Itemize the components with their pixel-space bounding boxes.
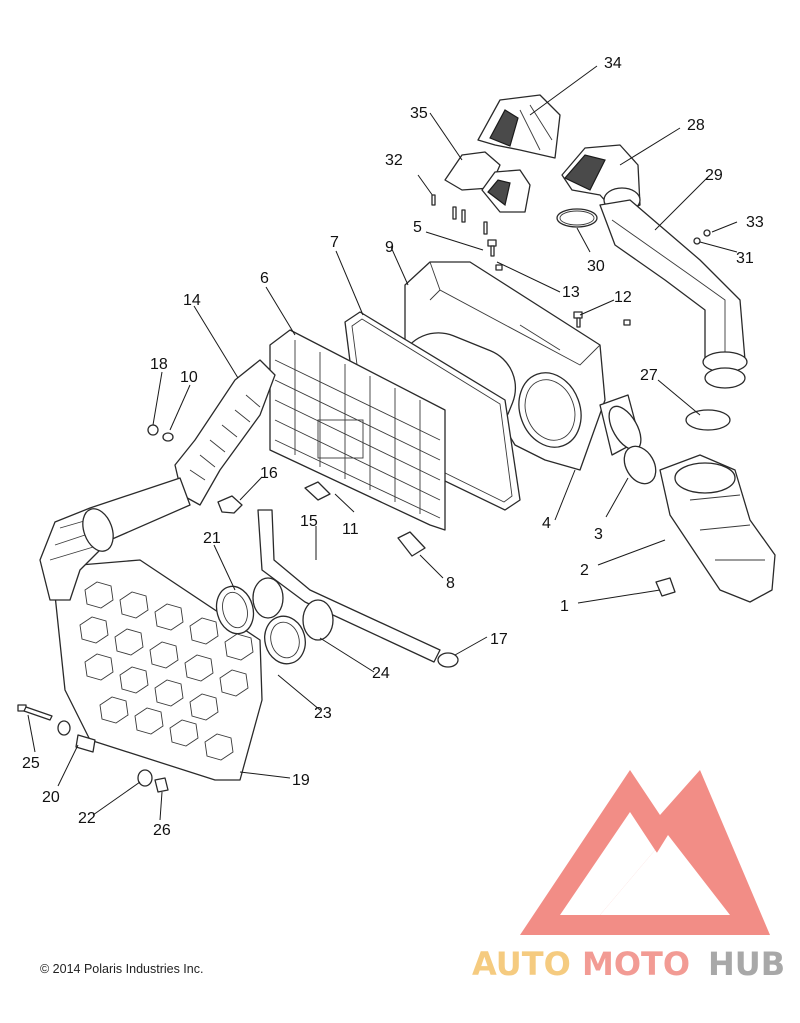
part-6-filter-cover — [269, 329, 446, 531]
callout-2: 2 — [580, 562, 589, 579]
callout-30: 30 — [587, 258, 605, 275]
part-31-33-fasteners — [693, 229, 711, 245]
callout-7: 7 — [330, 234, 339, 251]
callout-27: 27 — [640, 367, 658, 384]
callout-26: 26 — [153, 822, 171, 839]
callout-16: 16 — [260, 465, 278, 482]
logo-word-hub: HUB — [708, 945, 785, 983]
callout-31: 31 — [736, 250, 754, 267]
callout-21: 21 — [203, 530, 221, 547]
callout-11: 11 — [342, 521, 359, 538]
logo-word-moto: MOTO — [582, 945, 690, 983]
callout-13: 13 — [562, 284, 580, 301]
callout-6: 6 — [260, 270, 269, 287]
part-21-23-24-couplers — [215, 577, 334, 665]
callout-23: 23 — [314, 705, 332, 722]
callout-25: 25 — [22, 755, 40, 772]
callout-10: 10 — [180, 369, 198, 386]
callout-18: 18 — [150, 356, 168, 373]
part-16-clamp — [217, 495, 243, 514]
part-20-22-26-spacers — [57, 720, 169, 793]
logo-triangle-mark — [520, 770, 770, 935]
logo-word-auto: AUTO — [472, 945, 571, 983]
callout-28: 28 — [687, 117, 705, 134]
copyright-notice: © 2014 Polaris Industries Inc. — [40, 962, 204, 976]
callout-20: 20 — [42, 789, 60, 806]
callout-14: 14 — [183, 292, 201, 309]
callout-12: 12 — [614, 289, 632, 306]
automotohub-logo: AUTO MOTO HUB — [472, 770, 785, 983]
part-8-11-clips — [304, 481, 426, 557]
part-34-duct-cover — [477, 94, 561, 159]
callout-19: 19 — [292, 772, 310, 789]
callout-22: 22 — [78, 810, 96, 827]
part-27-clamp — [685, 409, 731, 431]
callout-3: 3 — [594, 526, 603, 543]
part-30-clamp — [556, 208, 598, 228]
part-35-small-covers — [444, 151, 531, 213]
callout-32: 32 — [385, 152, 403, 169]
part-2-elbow-boot — [659, 454, 776, 603]
callout-15: 15 — [300, 513, 318, 530]
callout-24: 24 — [372, 665, 390, 682]
part-32-screws — [417, 174, 488, 235]
part-14-flex-hose — [174, 359, 276, 506]
callout-34: 34 — [604, 55, 622, 72]
part-1-grommet — [655, 577, 676, 597]
part-19-honeycomb-housing — [54, 559, 263, 781]
part-17-clamp — [437, 652, 459, 668]
callout-4: 4 — [542, 515, 551, 532]
part-12-13-bolts — [487, 239, 631, 328]
callout-1: 1 — [560, 598, 569, 615]
callout-8: 8 — [446, 575, 455, 592]
callout-labels: 1 2 3 4 5 6 7 8 9 10 11 12 13 14 15 16 1… — [22, 55, 764, 839]
callout-33: 33 — [746, 214, 764, 231]
part-25-bolt — [17, 704, 53, 721]
logo-inner-swirl — [600, 850, 680, 915]
callout-29: 29 — [705, 167, 723, 184]
callout-17: 17 — [490, 631, 508, 648]
callout-9: 9 — [385, 239, 394, 256]
part-10-18-fasteners — [147, 424, 174, 442]
part-3-clamp — [623, 445, 657, 485]
part-outlet-tube — [39, 477, 191, 601]
callout-5: 5 — [413, 219, 422, 236]
part-29-intake-tube — [599, 199, 748, 389]
leader-lines — [27, 65, 738, 821]
callout-35: 35 — [410, 105, 428, 122]
